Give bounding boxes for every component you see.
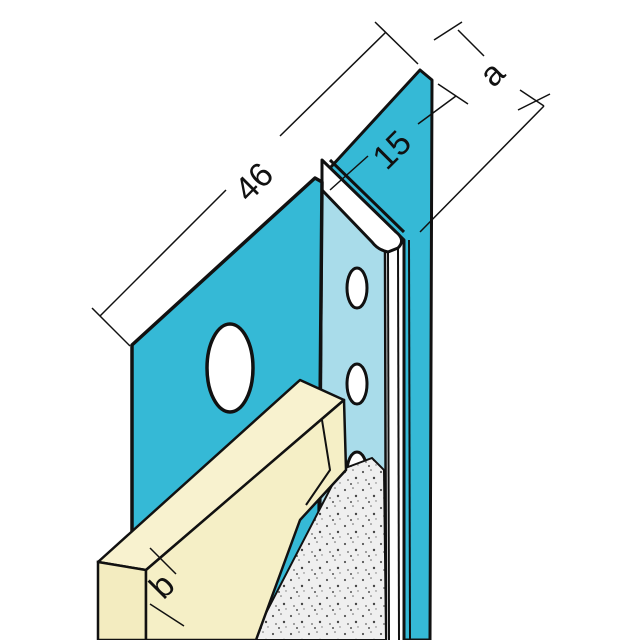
dim-a-ext-bottom xyxy=(517,93,551,111)
flange-hole xyxy=(205,322,255,414)
profile-rib-line xyxy=(387,247,390,640)
dim-15-line xyxy=(417,95,457,125)
profile-nose-bead xyxy=(320,158,403,254)
strip-hole xyxy=(345,362,369,406)
dim-b-line xyxy=(149,547,177,575)
dim-a-line xyxy=(457,29,485,57)
dim-b-line xyxy=(149,603,185,627)
dim-46-line xyxy=(279,31,387,137)
dim-15-ext xyxy=(437,83,469,105)
dim-a-label: a xyxy=(472,54,512,94)
dim-a-line xyxy=(419,105,545,233)
dim-46-ext-left xyxy=(91,307,131,347)
dim-15-line xyxy=(329,155,369,191)
insulation-board-edge xyxy=(305,419,332,506)
dim-a-ext-top xyxy=(433,21,463,41)
strip-hole xyxy=(345,266,369,310)
dim-46-ext-right xyxy=(374,21,419,65)
profile-rib-line xyxy=(397,245,400,640)
dim-a-line xyxy=(519,89,545,107)
profile-nose-bead-edge xyxy=(328,158,406,234)
insulation-board-front xyxy=(96,560,148,640)
insulation-board-side xyxy=(144,398,348,640)
profile-rib-line xyxy=(408,239,411,640)
dim-46-line xyxy=(99,189,227,317)
dim-46-label: 46 xyxy=(227,155,281,209)
